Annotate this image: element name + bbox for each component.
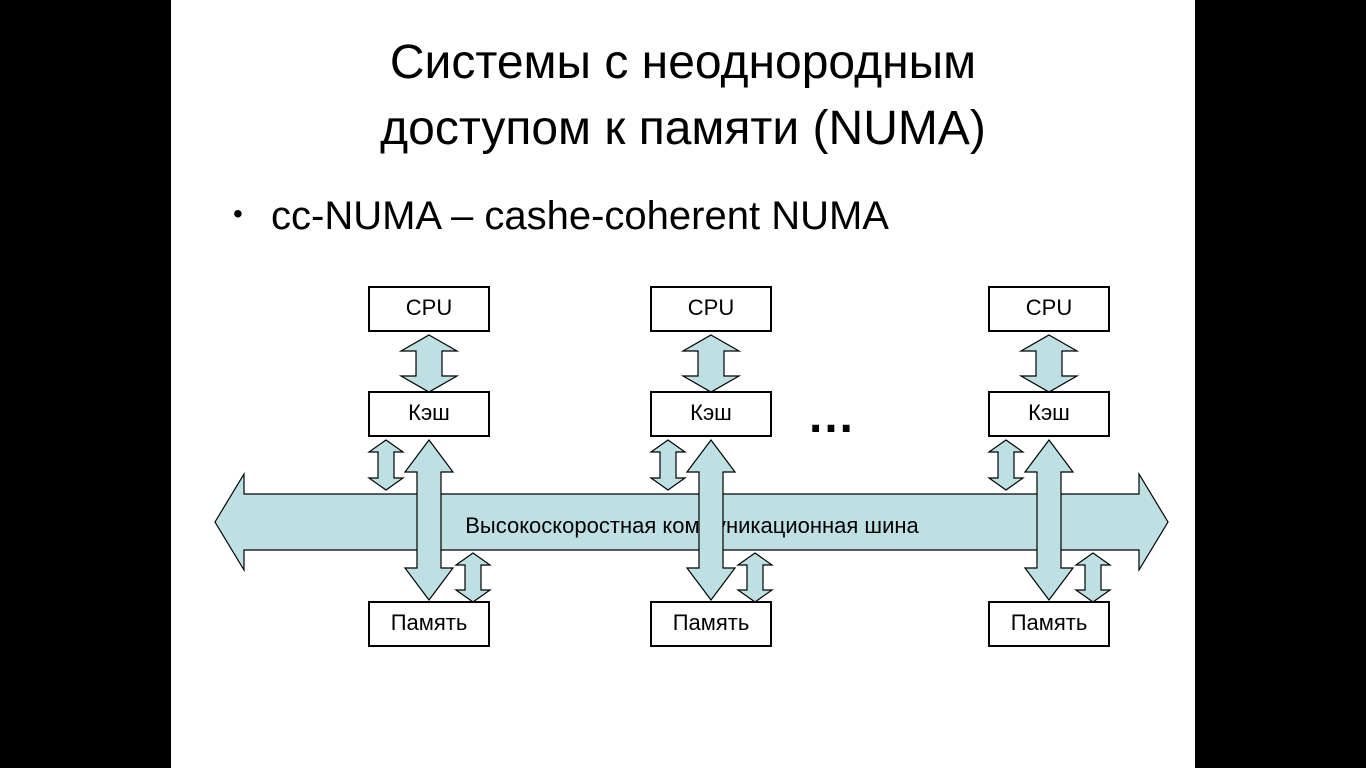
cpu-cache-arrow [1018,334,1080,393]
memory-box [650,601,772,647]
cache-bus-arrow [367,439,405,491]
cache-box [368,391,490,437]
cpu-label: CPU [688,295,734,320]
cache-bus-arrow [649,439,687,491]
memory-label: Память [1011,610,1088,635]
cpu-label: CPU [1026,295,1072,320]
cpu-box [368,286,490,332]
bullet-text: cc-NUMA – cashe-coherent NUMA [271,194,889,238]
cpu-box [650,286,772,332]
bullet-marker: • [233,198,243,229]
memory-label: Память [391,610,468,635]
bus-label: Высокоскоростная коммуникационная шина [465,513,919,538]
memory-box [368,601,490,647]
bullet-item: • cc-NUMA – cashe-coherent NUMA [233,190,889,240]
cache-memory-arrow [403,439,455,601]
bus-memory-arrow [736,552,774,603]
bus-memory-arrow [1074,552,1112,603]
cache-label: Кэш [690,400,732,425]
title-line-1: Системы с неоднородным [389,36,977,89]
cache-box [650,391,772,437]
ellipsis: … [807,390,855,443]
memory-box [988,601,1110,647]
cache-memory-arrow [685,439,737,601]
cpu-cache-arrow [680,334,742,393]
cpu-box [988,286,1110,332]
slide-title: Системы с неоднородным доступом к памяти… [171,30,1195,162]
bus-arrow [214,471,1169,573]
memory-label: Память [673,610,750,635]
title-line-2: доступом к памяти (NUMA) [380,102,986,155]
cpu-label: CPU [406,295,452,320]
cache-bus-arrow [987,439,1025,491]
cache-box [988,391,1110,437]
bus-memory-arrow [454,552,492,603]
cache-memory-arrow [1023,439,1075,601]
cpu-cache-arrow [398,334,460,393]
cache-label: Кэш [1028,400,1070,425]
cache-label: Кэш [408,400,450,425]
